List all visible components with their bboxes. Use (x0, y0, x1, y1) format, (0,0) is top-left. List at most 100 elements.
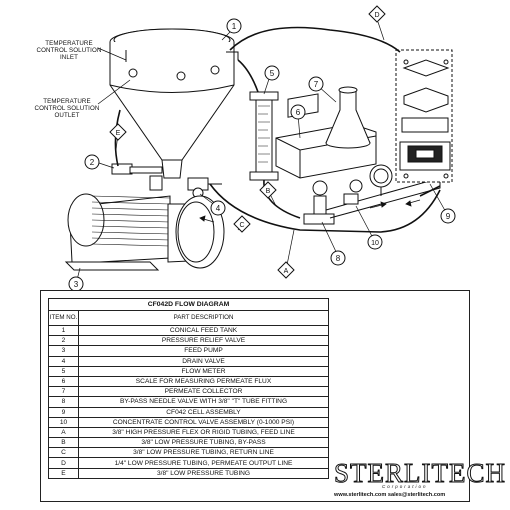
row-item-no: 6 (48, 375, 79, 388)
callout-9 (440, 208, 456, 224)
row-item-no: 2 (48, 335, 79, 347)
row-description: PRESSURE RELIEF VALVE (77, 335, 330, 347)
callout-8 (330, 250, 346, 266)
parts-table: CF042D FLOW DIAGRAM ITEM NO. PART DESCRI… (47, 298, 330, 479)
row-description: BY-PASS NEEDLE VALVE WITH 3/8" "T" TUBE … (77, 396, 330, 408)
callout-4 (210, 200, 226, 216)
row-item-no: C (48, 447, 79, 459)
callout-a-text: A (284, 268, 289, 275)
cell-assembly (395, 49, 453, 183)
callout-d-text: D (374, 12, 379, 19)
row-item-no: 9 (48, 406, 79, 418)
col-item-header: ITEM NO. (48, 310, 79, 326)
callout-e-text: E (116, 130, 121, 137)
callout-7-text: 7 (314, 80, 319, 89)
row-item-no: E (48, 467, 79, 479)
conical-feed-tank (109, 28, 239, 179)
flow-diagram-drawing: 1 2 3 4 5 6 7 8 9 10 A B C D E (64, 5, 456, 290)
callout-1 (226, 18, 242, 34)
callout-2 (84, 154, 100, 170)
callout-e (109, 123, 127, 141)
col-desc-header: PART DESCRIPTION (77, 310, 330, 326)
row-item-no: D (48, 457, 79, 469)
pressure-gauge (369, 164, 393, 196)
concentrate-control-valve (325, 177, 441, 219)
callout-a (277, 261, 295, 279)
row-description: 1/4" LOW PRESSURE TUBING, PERMEATE OUTPU… (77, 457, 330, 469)
row-description: FLOW METER (77, 365, 330, 377)
callout-b (259, 181, 277, 199)
callout-c-text: C (239, 222, 244, 229)
callout-4-text: 4 (216, 204, 221, 213)
callout-5-text: 5 (270, 69, 275, 78)
flow-meter (249, 91, 279, 181)
row-item-no: 1 (48, 324, 79, 337)
tubing-lines (114, 26, 441, 233)
callout-8-text: 8 (336, 254, 341, 263)
callout-10-text: 10 (371, 240, 379, 247)
pressure-relief-valve (111, 163, 163, 191)
bypass-needle-valve (303, 180, 335, 225)
drain-valve (187, 177, 222, 199)
row-item-no: 3 (48, 345, 79, 357)
logo-contact: www.sterlitech.com sales@sterlitech.com (334, 492, 446, 498)
callout-7 (308, 76, 324, 92)
callout-1-text: 1 (232, 22, 237, 31)
row-description: CONCENTRATE CONTROL VALVE ASSEMBLY (0-10… (77, 416, 330, 428)
sterlitech-logo: STERLITECH Corporation www.sterlitech.co… (330, 452, 506, 500)
row-description: CONICAL FEED TANK (77, 324, 330, 337)
callout-9-text: 9 (446, 212, 451, 221)
outlet-label: TEMPERATURE CONTROL SOLUTION OUTLET (34, 98, 100, 119)
row-item-no: 5 (48, 365, 79, 377)
row-item-no: B (48, 437, 79, 449)
callout-b-text: B (266, 188, 271, 195)
callout-c (233, 215, 251, 233)
feed-pump (64, 193, 225, 271)
title-block-border (40, 290, 470, 502)
row-description: 3/8" LOW PRESSURE TUBING, RETURN LINE (77, 447, 330, 459)
row-item-no: 10 (48, 416, 79, 428)
logo-subtitle: Corporation (382, 484, 428, 489)
callout-6 (290, 104, 306, 120)
row-description: PERMEATE COLLECTOR (77, 386, 330, 398)
callout-3-text: 3 (74, 280, 79, 289)
flow-arrows (199, 199, 421, 223)
row-description: SCALE FOR MEASURING PERMEATE FLUX (77, 375, 330, 388)
logo-wordmark: STERLITECH (334, 458, 506, 489)
row-item-no: 7 (48, 386, 79, 398)
callout-3 (68, 276, 84, 290)
row-item-no: A (48, 426, 79, 439)
permeate-collector (325, 86, 371, 149)
callout-5 (264, 65, 280, 81)
callout-6-text: 6 (296, 108, 301, 117)
callout-10 (367, 234, 383, 250)
inlet-label: TEMPERATURE CONTROL SOLUTION INLET (36, 40, 102, 61)
row-item-no: 8 (48, 396, 79, 408)
row-description: DRAIN VALVE (77, 355, 330, 367)
row-description: 3/8" HIGH PRESSURE FLEX OR RIGID TUBING,… (77, 426, 330, 439)
callout-d (368, 5, 386, 23)
row-description: FEED PUMP (77, 345, 330, 357)
row-description: 3/8" LOW PRESSURE TUBING (77, 467, 330, 479)
callout-2-text: 2 (90, 158, 95, 167)
row-item-no: 4 (48, 355, 79, 367)
row-description: 3/8" LOW PRESSURE TUBING, BY-PASS (77, 437, 330, 449)
table-title: CF042D FLOW DIAGRAM (47, 298, 330, 311)
row-description: CF042 CELL ASSEMBLY (77, 406, 330, 418)
